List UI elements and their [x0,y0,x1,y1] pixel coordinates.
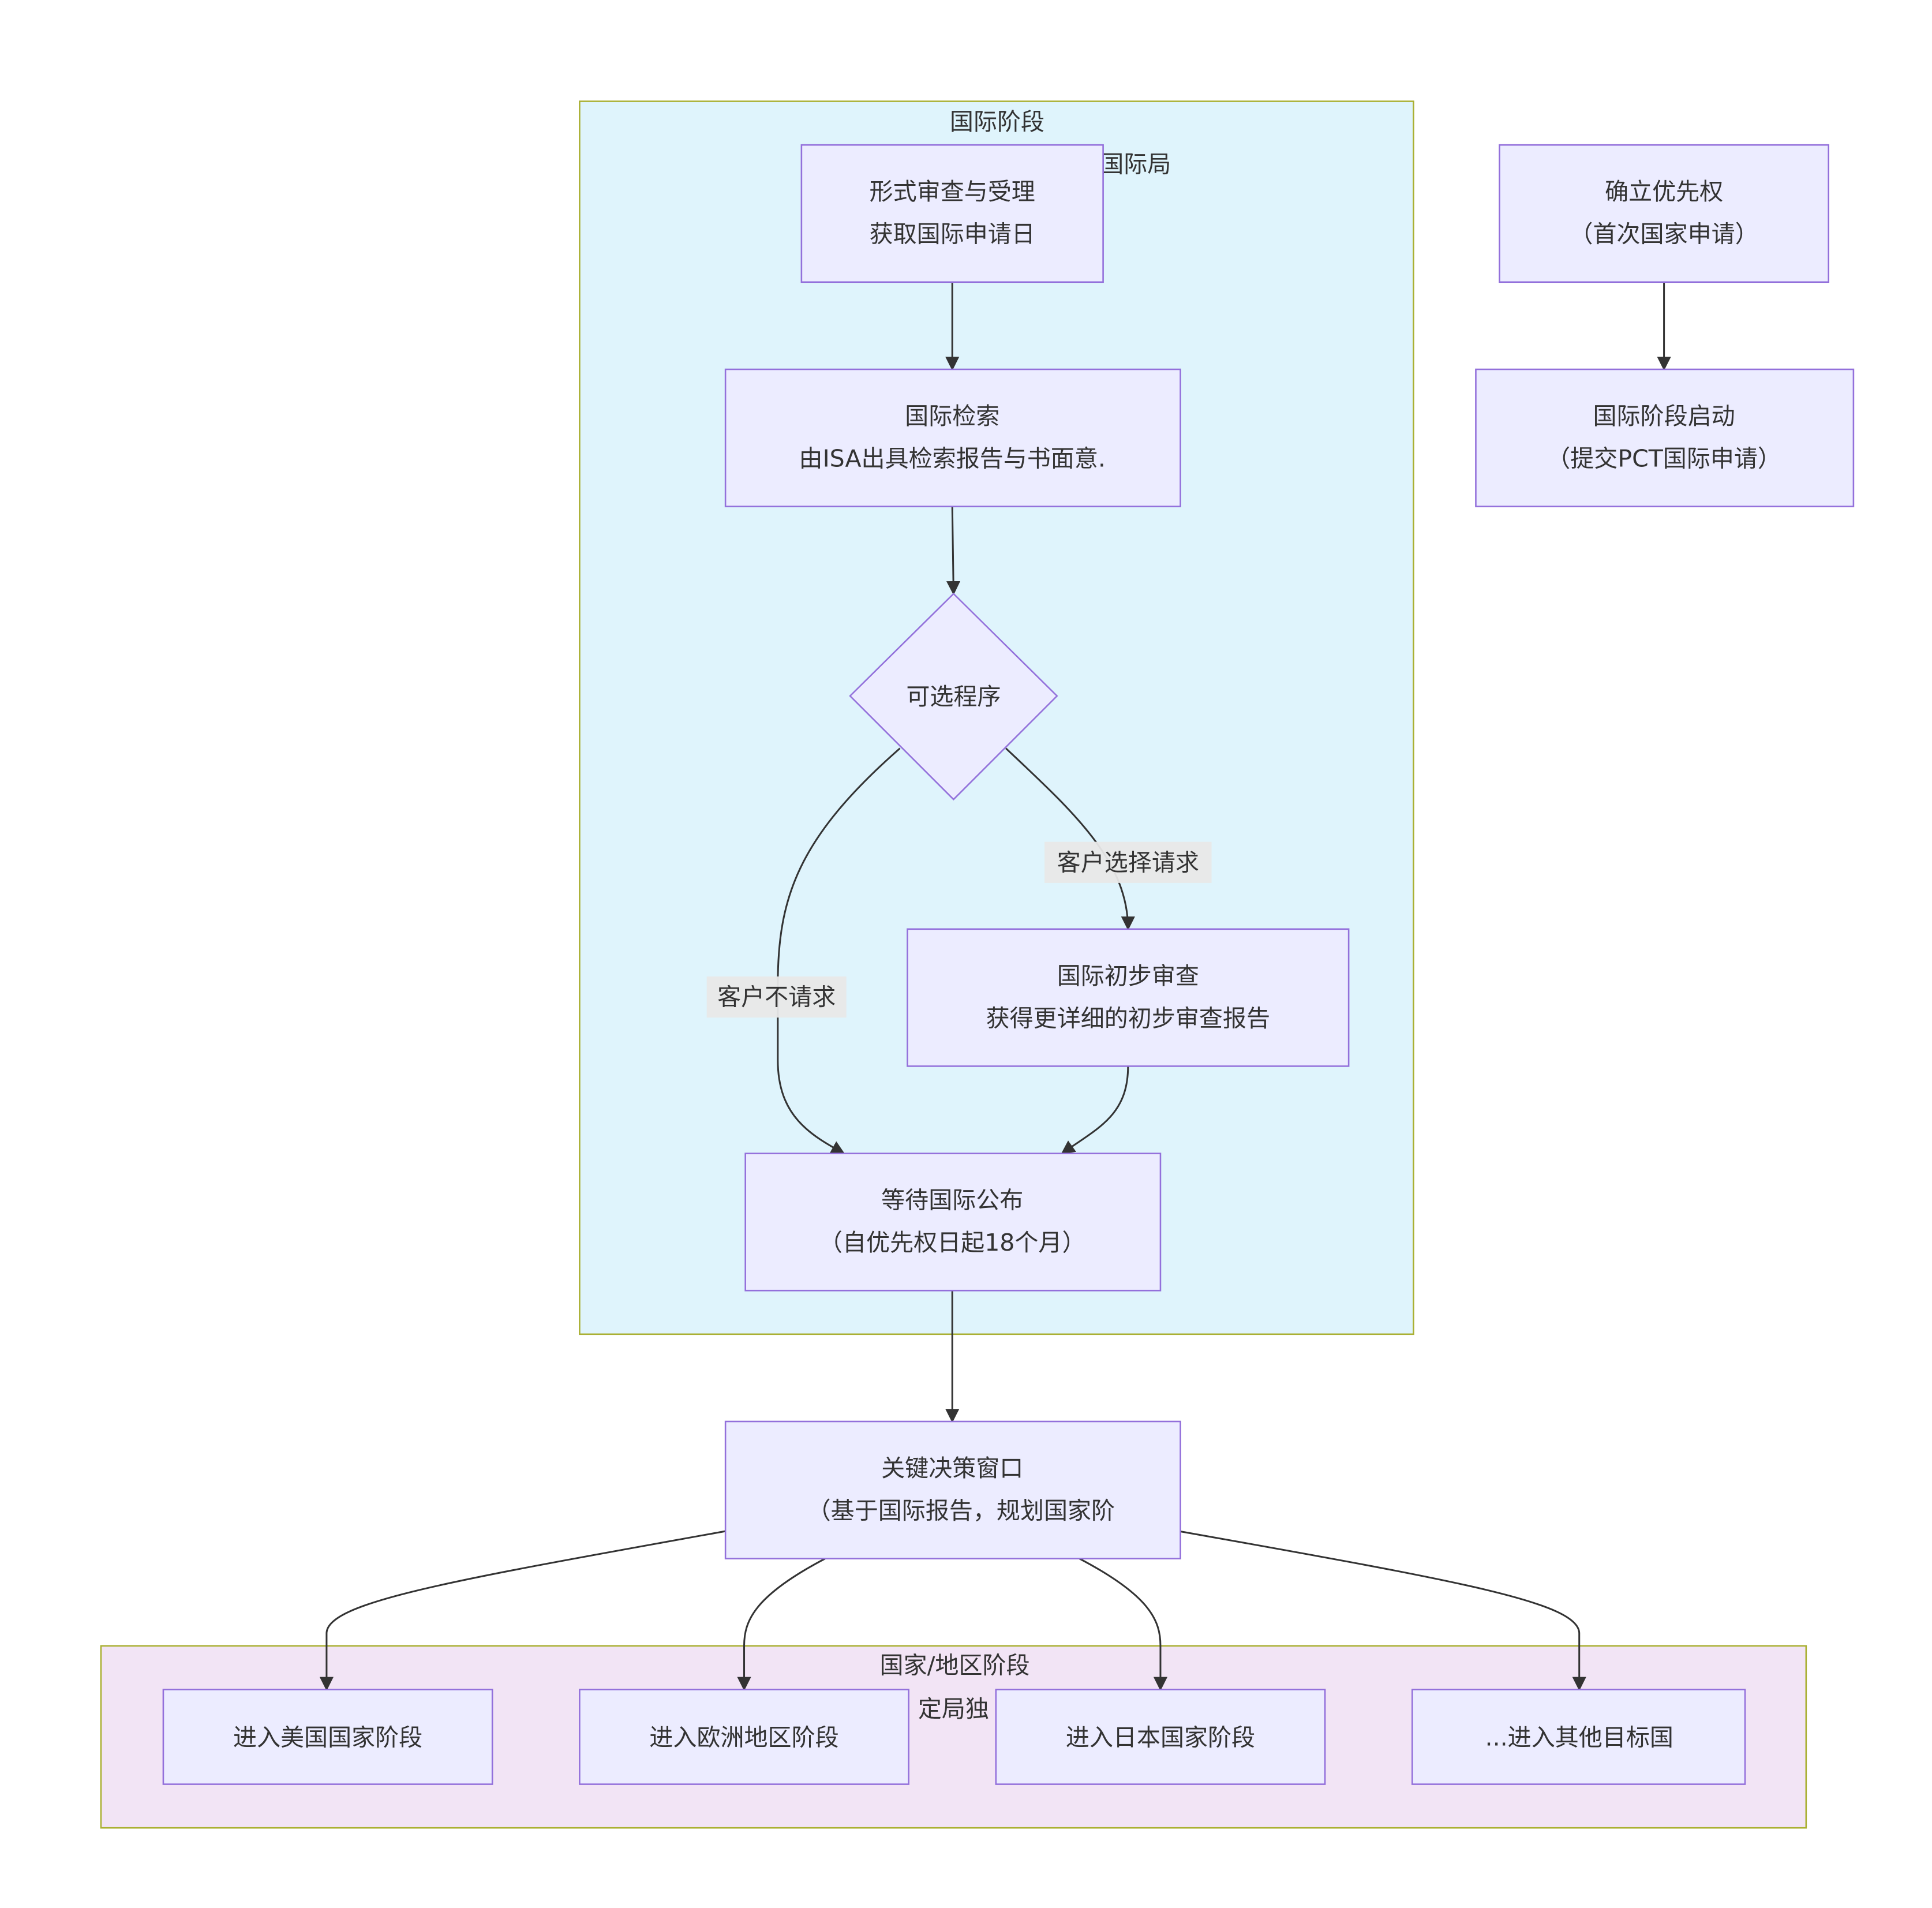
node-key-decision-window-line2: （基于国际报告，规划国家阶 [807,1497,1115,1524]
node-await-publication[interactable]: 等待国际公布 （自优先权日起18个月） [744,1153,1162,1292]
node-formal-examination[interactable]: 形式审查与受理 获取国际申请日 [800,144,1104,283]
edge-search-to-optional [946,506,961,596]
node-await-publication-line1: 等待国际公布 [881,1187,1023,1214]
edge-decision-to-jp [1079,1558,1168,1691]
node-enter-us[interactable]: 进入美国国家阶段 [162,1689,493,1785]
node-enter-japan[interactable]: 进入日本国家阶段 [995,1689,1326,1785]
node-enter-other[interactable]: ...进入其他目标国 [1411,1689,1746,1785]
node-key-decision-window[interactable]: 关键决策窗口 （基于国际报告，规划国家阶 [724,1420,1181,1559]
edge-label-no-request: 客户不请求 [706,976,847,1018]
cluster-national-subtitle: 定局独 [918,1695,989,1723]
node-enter-us-label: 进入美国国家阶段 [233,1724,422,1752]
node-establish-priority-line2: （首次国家申请） [1569,220,1758,248]
node-enter-europe-label: 进入欧洲地区阶段 [649,1724,838,1752]
node-enter-europe[interactable]: 进入欧洲地区阶段 [579,1689,909,1785]
edge-label-request-text: 客户选择请求 [1057,848,1199,876]
edge-ipe-to-publish [1061,1066,1129,1155]
node-key-decision-window-line1: 关键决策窗口 [881,1454,1023,1482]
node-intl-search-line2: 由ISA出具检索报告与书面意. [799,444,1106,472]
node-optional-procedure[interactable]: 可选程序 [849,592,1058,800]
edge-label-no-request-text: 客户不请求 [717,983,836,1011]
node-intl-phase-launch-line1: 国际阶段启动 [1593,402,1735,430]
node-intl-preliminary-exam-line1: 国际初步审查 [1057,962,1199,990]
node-formal-examination-line1: 形式审查与受理 [870,178,1035,205]
node-intl-search[interactable]: 国际检索 由ISA出具检索报告与书面意. [724,368,1181,507]
node-formal-examination-line2: 获取国际申请日 [870,220,1035,248]
node-intl-search-line1: 国际检索 [905,402,999,430]
edge-label-request: 客户选择请求 [1044,841,1212,883]
node-intl-preliminary-exam-line2: 获得更详细的初步审查报告 [986,1004,1270,1032]
cluster-national-title: 国家/地区阶段 [880,1651,1030,1679]
edge-optional-to-ipe [1005,747,1135,931]
node-establish-priority-line1: 确立优先权 [1605,178,1723,205]
node-intl-preliminary-exam[interactable]: 国际初步审查 获得更详细的初步审查报告 [907,928,1350,1067]
edge-optional-to-publish-no [777,747,901,1154]
cluster-international-title: 国际阶段 [950,108,1044,136]
node-intl-phase-launch[interactable]: 国际阶段启动 （提交PCT国际申请） [1475,368,1855,507]
edge-decision-to-us [319,1530,726,1691]
node-intl-phase-launch-line2: （提交PCT国际申请） [1547,444,1781,472]
edge-decision-to-eu [737,1558,826,1691]
node-enter-other-label: ...进入其他目标国 [1485,1724,1673,1752]
edge-decision-to-other [1179,1530,1586,1691]
cluster-international-subtitle: 国际局 [1100,151,1171,178]
edges [319,282,1671,1691]
node-establish-priority[interactable]: 确立优先权 （首次国家申请） [1499,144,1830,283]
node-enter-japan-label: 进入日本国家阶段 [1066,1724,1255,1752]
node-await-publication-line2: （自优先权日起18个月） [819,1229,1086,1256]
node-optional-procedure-label: 可选程序 [906,683,1001,710]
